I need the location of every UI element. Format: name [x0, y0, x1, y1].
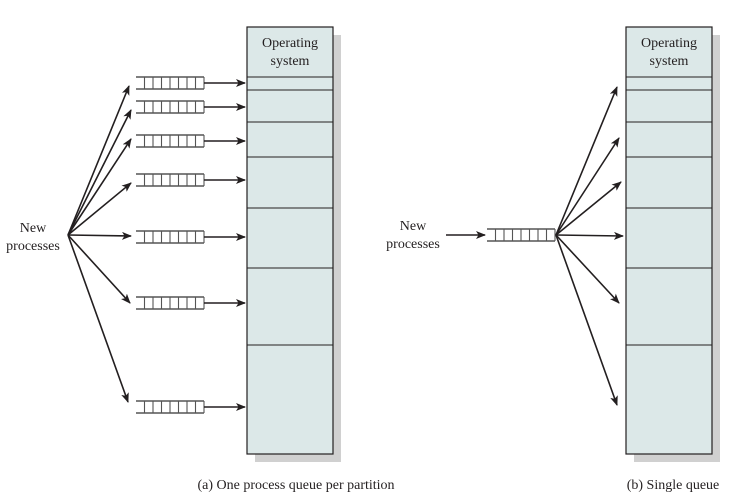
right-os-label-line2: system	[650, 54, 689, 69]
process-queue	[136, 100, 205, 114]
left-caption: (a) One process queue per partition	[197, 478, 394, 493]
left-memory-column: Operating system	[246, 26, 341, 462]
process-queue	[136, 296, 205, 310]
right-memory-column: Operating system	[625, 26, 720, 462]
right-single-queue	[487, 228, 556, 242]
dispatch-arrow	[555, 137, 620, 236]
right-panel: Operating system New processes (b) Singl…	[386, 26, 720, 493]
left-fan-arrows	[67, 85, 132, 403]
dispatch-arrow	[555, 181, 622, 236]
process-queue	[136, 230, 205, 244]
dispatch-arrow	[555, 234, 620, 304]
right-new-processes-line2: processes	[386, 237, 440, 252]
left-memory-body	[246, 26, 334, 455]
left-partition-lines	[247, 76, 333, 346]
right-caption: (b) Single queue	[627, 478, 720, 493]
process-queue	[136, 134, 205, 148]
dispatch-arrow	[67, 182, 132, 236]
left-panel: Operating system New processes (a) One p…	[6, 26, 395, 493]
dispatch-arrow	[555, 231, 624, 240]
left-queues	[136, 76, 246, 414]
right-os-label-line1: Operating	[641, 36, 697, 51]
right-partition-lines	[626, 76, 712, 346]
dispatch-arrow	[67, 234, 129, 403]
process-queue	[487, 228, 556, 242]
dispatch-arrow	[67, 234, 131, 304]
process-queue	[136, 76, 205, 90]
dispatch-arrow	[67, 138, 132, 236]
process-queue	[136, 173, 205, 187]
dispatch-arrow	[67, 85, 130, 236]
right-fan-arrows	[555, 86, 624, 406]
left-os-label-line2: system	[271, 54, 310, 69]
dispatch-arrow	[67, 109, 132, 236]
left-new-processes-line2: processes	[6, 239, 60, 254]
process-queue	[136, 400, 205, 414]
dispatch-arrow	[67, 231, 132, 240]
right-new-processes-line1: New	[400, 219, 427, 234]
dispatch-arrow	[555, 234, 618, 406]
left-os-label-line1: Operating	[262, 36, 318, 51]
right-memory-body	[625, 26, 713, 455]
left-new-processes-line1: New	[20, 221, 47, 236]
dispatch-arrow	[555, 86, 618, 236]
